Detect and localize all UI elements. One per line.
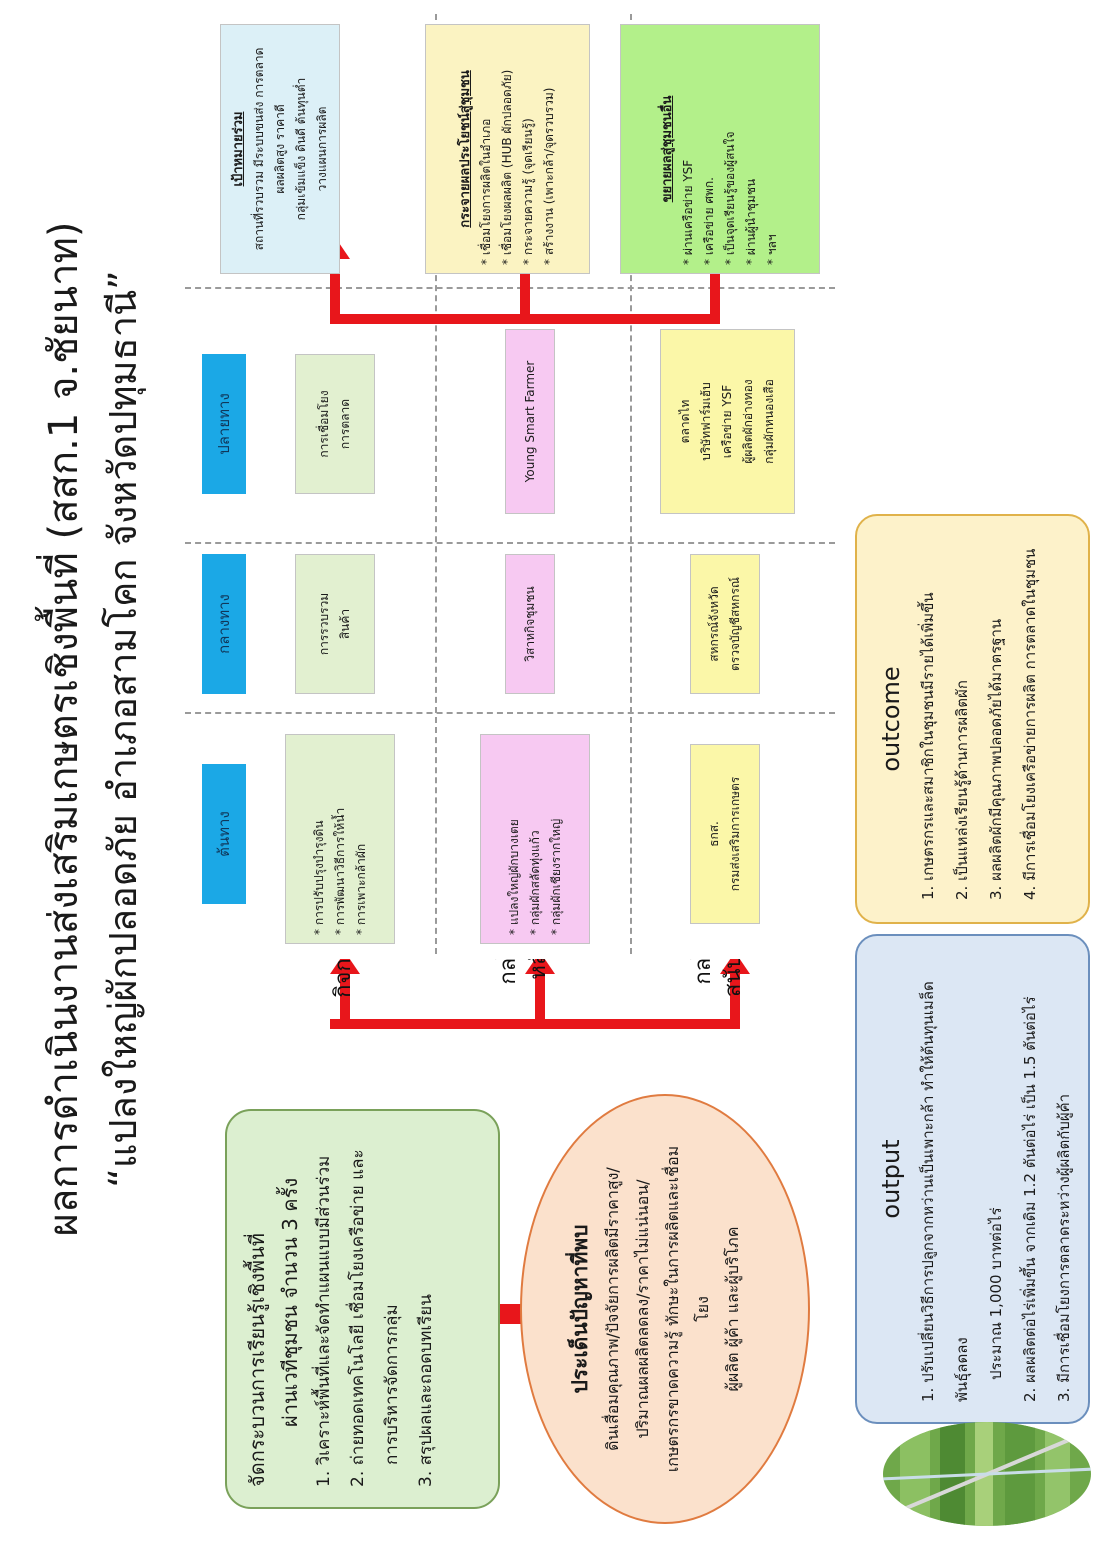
process-item: 3. สรุปผลและถอดบทเรียน <box>416 1294 436 1487</box>
expand-line: * ผ่านเครือข่าย YSF <box>681 159 695 265</box>
cell-main-upstream: * แปลงใหญ่ผักบางเตย * กลุ่มผักสลัดทุ่งแก… <box>480 734 590 944</box>
expand-line: * เป็นจุดเรียนรู้ของผู้สนใจ <box>723 131 737 265</box>
cell-line: ตรวจบัญชีสหกรณ์ <box>728 576 742 672</box>
goal-heading: เป้าหมายร่วม <box>230 111 246 187</box>
goal-line: สถานที่รวบรวม มีระบบขนส่ง การตลาด <box>251 47 266 251</box>
cell-line: กลุ่มผักหนองเสือ <box>762 379 776 464</box>
page-subtitle: “แปลงใหญ่ผักปลอดภัย อำเภอสามโคก จังหวัดป… <box>101 270 145 1188</box>
benefit-line: * เชื่อมโยงผลผลิต (HUB ผักปลอดภัย) <box>500 69 514 265</box>
cell-activity-upstream: * การปรับปรุงบำรุงดิน * การพัฒนาวิธีการใ… <box>285 734 395 944</box>
cell-activity-downstream: การเชื่อมโยง การตลาด <box>295 354 375 494</box>
cell-support-downstream: ตลาดไท บริษัทฟาร์มเฮ้บ เครือข่าย YSF ผู้… <box>660 329 795 514</box>
outcome-box: outcome 1. เกษตรกรและสมาชิกในชุมชนมีรายไ… <box>855 514 1090 924</box>
cell-support-midstream: สหกรณ์จังหวัด ตรวจบัญชีสหกรณ์ <box>690 554 760 694</box>
expand-box: ขยายผลสู่ชุมชนอื่น * ผ่านเครือข่าย YSF *… <box>620 24 820 274</box>
outcome-line: 2. เป็นแหล่งเรียนรู้ด้านการผลิตผัก <box>953 680 971 900</box>
cell-line: การตลาด <box>338 398 352 450</box>
output-line: 1. ปรับเปลี่ยนวิธีการปลูกจากหว่านเป็นเพา… <box>919 981 971 1402</box>
cell-line: ผู้ผลิตผักอ่างทอง <box>741 379 755 464</box>
benefit-line: * เชื่อมโยงการผลิตในอำเภอ <box>479 118 493 265</box>
process-item: 2. ถ่ายทอดเทคโนโลยี เชื่อมโยงเครือข่าย แ… <box>348 1149 368 1487</box>
column-separator <box>185 542 835 544</box>
issues-line: ปริมาณผลผลิตลดลง/ราคาไม่แน่นอน/ <box>633 1179 652 1439</box>
expand-line: * เครือข่าย ศพก. <box>702 177 716 265</box>
cell-line: * การเพาะกล้าผัก <box>353 843 368 935</box>
cell-line: สินค้า <box>338 608 352 640</box>
outcome-line: 1. เกษตรกรและสมาชิกในชุมชนมีรายได้เพิ่มข… <box>919 592 937 900</box>
benefit-box: กระจายผลประโยชน์สู่ชุมชน * เชื่อมโยงการผ… <box>425 24 590 274</box>
goal-line: วางแผนการผลิต <box>314 106 329 192</box>
column-header-midstream: กลางทาง <box>202 554 246 694</box>
issues-line: ผู้ผลิต ผู้ค้า และผู้บริโภค <box>723 1226 742 1392</box>
cell-line: * กลุ่มผักเชียงรากใหญ่ <box>548 818 563 935</box>
cell-line: * กลุ่มผักสลัดทุ่งแก้ว <box>527 830 542 935</box>
process-box: จัดกระบวนการเรียนรู้เชิงพื้นที่ ผ่านเวที… <box>225 1109 500 1509</box>
output-heading: output <box>877 1139 905 1219</box>
column-separator <box>185 712 835 714</box>
cell-main-midstream: วิสาหกิจชุมชน <box>505 554 555 694</box>
outcome-line: 4. มีการเชื่อมโยงเครือข่ายการผลิต การตลา… <box>1021 548 1039 900</box>
left-bracket-arrows <box>330 952 750 1029</box>
column-header-downstream: ปลายทาง <box>202 354 246 494</box>
cell-line: การเชื่อมโยง <box>317 390 331 458</box>
cell-line: วิสาหกิจชุมชน <box>522 586 537 662</box>
expand-line: * ฯลฯ <box>765 234 779 265</box>
outcome-heading: outcome <box>877 666 905 772</box>
output-box: output 1. ปรับเปลี่ยนวิธีการปลูกจากหว่าน… <box>855 934 1090 1424</box>
benefit-line: * สร้างงาน (เพาะกล้า/จุดรวบรวม) <box>542 87 556 265</box>
cell-line: Young Smart Farmer <box>522 360 537 483</box>
output-line: 3. มีการเชื่อมโยงการตลาดระหว่างผู้ผลิตกั… <box>1055 1093 1073 1402</box>
page-title: ผลการดำเนินงานส่งเสริมเกษตรเชิงพื้นที่ (… <box>41 221 87 1237</box>
cell-line: การรวบรวม <box>317 592 331 656</box>
farm-photo <box>883 1422 1091 1526</box>
benefit-heading: กระจายผลประโยชน์สู่ชุมชน <box>458 70 473 228</box>
goal-line: กลุ่มเข้มแข็ง ดินดี ต้นทุนต่ำ <box>293 77 308 221</box>
issues-heading: ประเด็นปัญหาที่พบ <box>568 1224 592 1394</box>
cell-line: เครือข่าย YSF <box>720 384 734 459</box>
process-item: 1. วิเคราะห์พื้นที่และจัดทำแผนแบบมีส่วนร… <box>314 1155 334 1487</box>
process-heading-1: จัดกระบวนการเรียนรู้เชิงพื้นที่ <box>245 1233 269 1487</box>
output-line: ประมาณ 1,000 บาทต่อไร่ <box>987 1207 1005 1380</box>
issues-ellipse: ประเด็นปัญหาที่พบ ดินเสื่อมคุณภาพ/ปัจจัย… <box>520 1094 810 1524</box>
issues-line: เกษตรกรขาดความรู้ ทักษะในการผลิตและเชื่อ… <box>663 1145 712 1473</box>
outcome-line: 3. ผลผลิตผักมีคุณภาพปลอดภัยได้มาตรฐาน <box>987 618 1005 900</box>
goal-box: เป้าหมายร่วม สถานที่รวบรวม มีระบบขนส่ง ก… <box>220 24 340 274</box>
cell-line: ตลาดไท <box>678 399 692 444</box>
cell-line: บริษัทฟาร์มเฮ้บ <box>699 382 713 461</box>
benefit-line: * กระจายความรู้ (จุดเรียนรู้) <box>521 118 535 265</box>
cell-line: * การพัฒนาวิธีการให้น้ำ <box>332 807 347 935</box>
output-line: 2. ผลผลิตต่อไร่เพิ่มขึ้น จากเดิม 1.2 ตัน… <box>1021 996 1039 1402</box>
cell-main-downstream: Young Smart Farmer <box>505 329 555 514</box>
cell-activity-midstream: การรวบรวม สินค้า <box>295 554 375 694</box>
process-item: การบริหารจัดการกลุ่ม <box>382 1304 402 1465</box>
expand-line: * ผ่านผู้นำชุมชน <box>744 178 758 265</box>
goal-line: ผลผลิตสูง ราคาดี <box>272 104 287 194</box>
cell-line: * การปรับปรุงบำรุงดิน <box>311 820 326 935</box>
issues-line: ดินเสื่อมคุณภาพ/ปัจจัยการผลิตมีราคาสูง/ <box>603 1167 622 1451</box>
cell-line: * แปลงใหญ่ผักบางเตย <box>506 819 521 935</box>
column-header-upstream: ต้นทาง <box>202 764 246 904</box>
cell-line: สหกรณ์จังหวัด <box>707 586 721 662</box>
process-heading-2: ผ่านเวทีชุมชน จำนวน 3 ครั้ง <box>278 1177 302 1427</box>
expand-heading: ขยายผลสู่ชุมชนอื่น <box>660 95 675 203</box>
cell-line: ธกส. <box>707 821 721 847</box>
cell-line: กรมส่งเสริมการเกษตร <box>728 776 742 892</box>
cell-support-upstream: ธกส. กรมส่งเสริมการเกษตร <box>690 744 760 924</box>
